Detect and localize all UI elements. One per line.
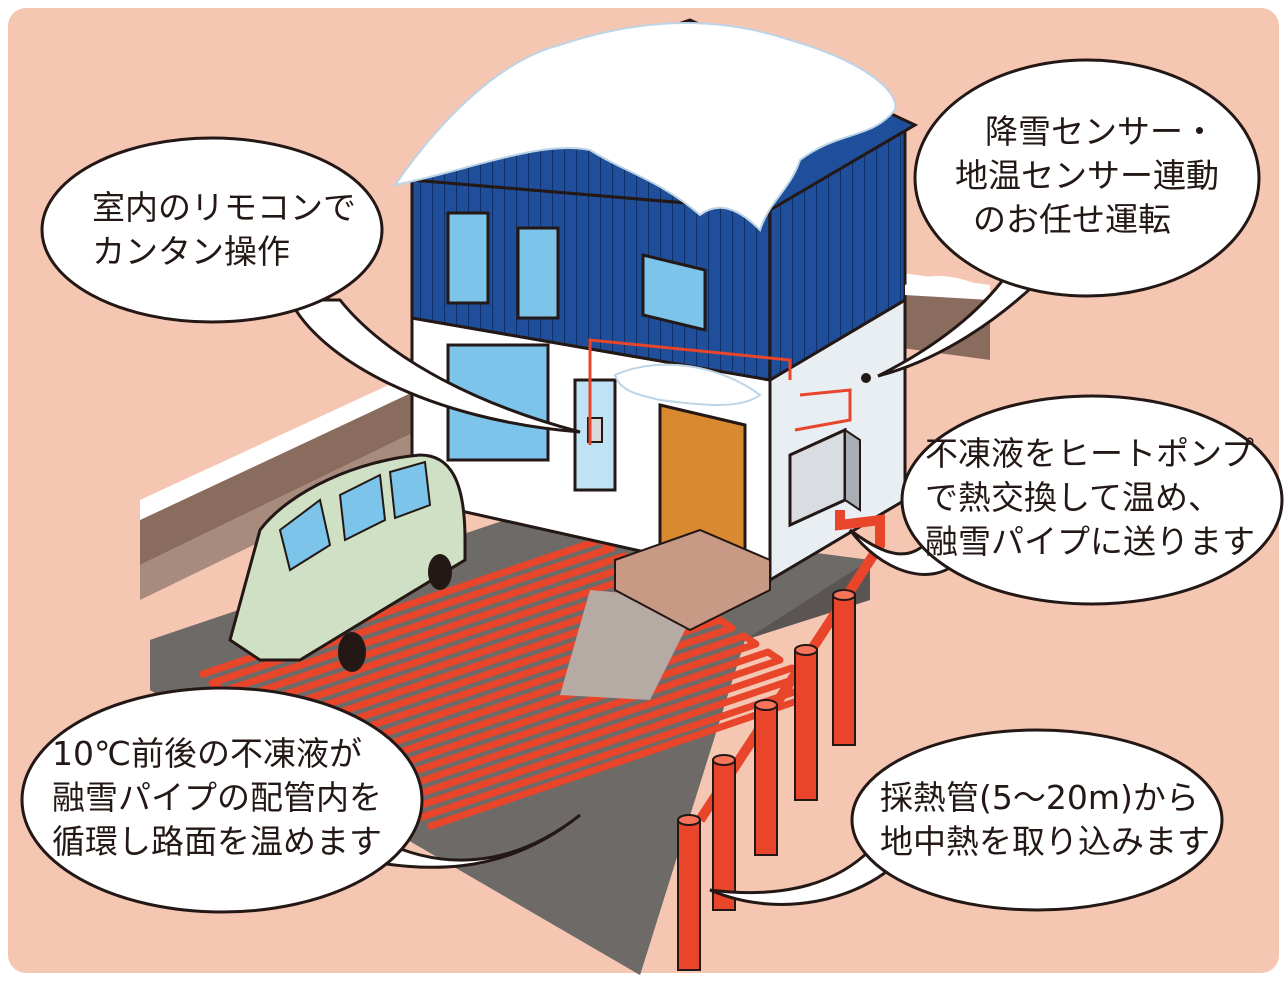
callout-remote-bubble bbox=[40, 136, 581, 434]
entrance-steps bbox=[614, 528, 771, 632]
side-wall-snow bbox=[905, 275, 990, 300]
sensor-wiring bbox=[794, 388, 852, 432]
callout-sensor-line-3: のお任せ運転 bbox=[973, 200, 1171, 239]
upper-window-1 bbox=[446, 211, 490, 305]
callout-sensor-text: 降雪センサー・ 地温センサー連動 のお任せ運転 bbox=[955, 110, 1219, 242]
callout-circulation-line-2: 融雪パイプの配管内を bbox=[52, 778, 382, 817]
supply-pipe bbox=[695, 510, 885, 823]
callout-sensor-line-2: 地温センサー連動 bbox=[955, 156, 1219, 195]
callout-circulation-line-3: 循環し路面を温めます bbox=[52, 822, 382, 861]
callout-collector-bubble bbox=[709, 728, 1224, 912]
back-wall-left bbox=[140, 370, 460, 565]
callout-collector-line-2: 地中熱を取り込みます bbox=[880, 822, 1210, 861]
wall-snow-left bbox=[140, 352, 460, 520]
canopy-snow bbox=[613, 363, 762, 406]
callout-heat-pump-bubble bbox=[848, 394, 1284, 606]
callout-sensor-bubble bbox=[877, 58, 1261, 378]
heat-pump-side bbox=[844, 428, 861, 512]
callout-remote-text: 室内のリモコンで カンタン操作 bbox=[92, 186, 356, 274]
callout-circulation-text: 10℃前後の不凍液が 融雪パイプの配管内を 循環し路面を温めます bbox=[52, 732, 382, 864]
upper-window-2 bbox=[516, 226, 560, 320]
callout-collector-line-1: 採熱管(5～20m)から bbox=[880, 778, 1199, 817]
callout-sensor-line-1: 降雪センサー・ bbox=[985, 112, 1216, 151]
ground-heat-collectors bbox=[677, 589, 856, 971]
back-wall-right bbox=[880, 285, 990, 360]
callout-collector-text: 採熱管(5～20m)から 地中熱を取り込みます bbox=[880, 776, 1210, 864]
sensor-icon bbox=[861, 373, 871, 383]
callout-heat-pump-text: 不凍液をヒートポンプ で熱交換して温め、 融雪パイプに送ります bbox=[925, 432, 1255, 564]
callout-heat-pump-line-2: で熱交換して温め、 bbox=[925, 478, 1222, 517]
callout-circulation-line-1: 10℃前後の不凍液が bbox=[52, 734, 363, 773]
upper-window-3 bbox=[641, 253, 707, 332]
callout-circulation-bubble bbox=[20, 686, 581, 914]
callout-remote-line-1: 室内のリモコンで bbox=[92, 188, 356, 227]
callout-remote-line-2: カンタン操作 bbox=[92, 232, 290, 271]
callout-heat-pump-line-3: 融雪パイプに送ります bbox=[925, 522, 1255, 561]
roof-snow bbox=[392, 22, 897, 232]
car bbox=[228, 453, 467, 672]
indoor-wiring bbox=[588, 338, 792, 445]
callout-heat-pump-line-1: 不凍液をヒートポンプ bbox=[925, 434, 1255, 473]
